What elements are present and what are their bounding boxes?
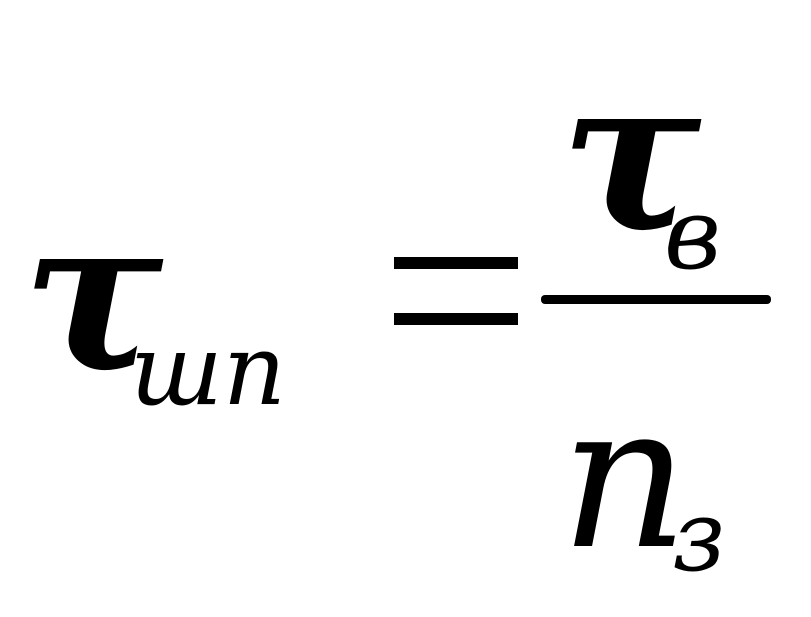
equals-top-bar [394,257,518,269]
numerator-tau-symbol: τ [560,31,702,278]
numerator-subscript: в [664,178,722,292]
denominator-subscript: з [672,480,726,594]
equals-sign [394,257,518,325]
equals-bottom-bar [394,313,518,325]
denominator-n-symbol: n [560,361,689,594]
lhs-subscript: шп [130,314,286,428]
fraction-line [541,295,771,304]
lhs-tau-symbol: τ [22,171,164,418]
